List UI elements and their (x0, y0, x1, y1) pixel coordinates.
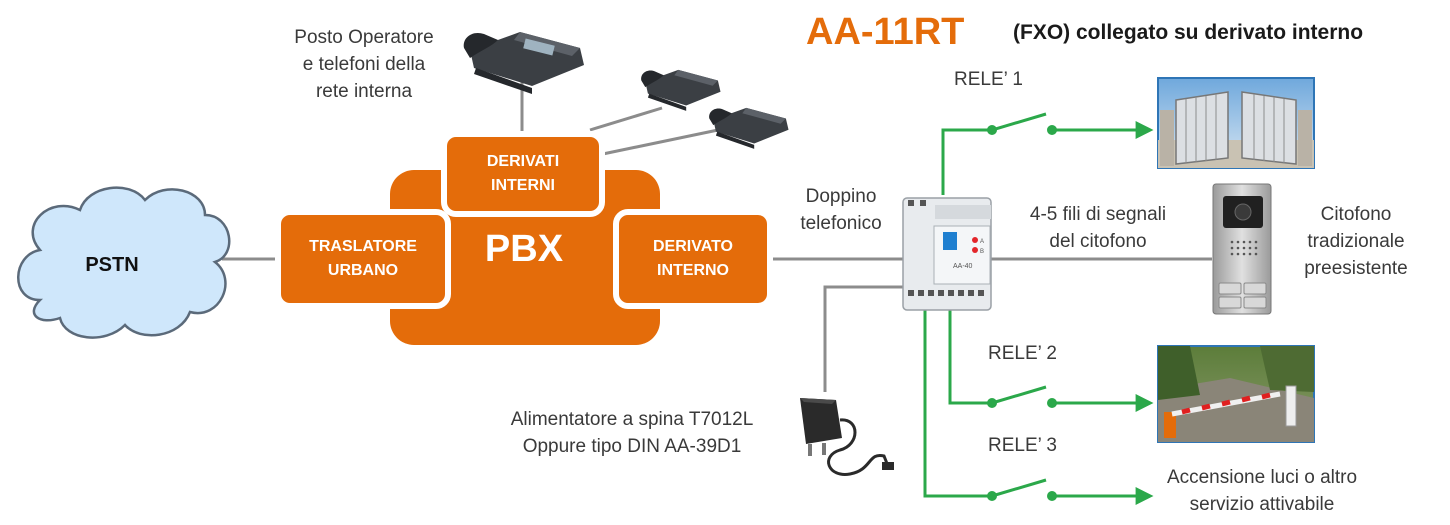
relay-switch-icon (991, 112, 1047, 132)
trunk-box (275, 209, 451, 309)
power-label: Alimentatore a spina T7012L Oppure tipo … (494, 406, 770, 460)
cloud-icon (17, 186, 231, 339)
device-model-text: AA-40 (953, 263, 973, 270)
intercom-label-line3: preesistente (1304, 258, 1408, 279)
intercom-label-line2: tradizionale (1307, 231, 1405, 252)
pair-label-line1: Doppino (805, 186, 877, 207)
pbx-label: PBX (484, 228, 564, 270)
relay3-label: RELE’ 3 (988, 435, 1057, 456)
relay2-label: RELE’ 2 (988, 343, 1057, 364)
power-label-line1: Alimentatore a spina T7012L (510, 409, 754, 430)
wires-label-line2: del citofono (1049, 231, 1147, 252)
power-adapter-icon (800, 398, 894, 476)
din-module-icon: AA-40 A B (902, 197, 992, 311)
relay2-in (948, 300, 992, 405)
extensions-label-line1: DERIVATI (486, 153, 560, 170)
relay3-in (923, 300, 992, 498)
wires-label: 4-5 fili di segnali del citofono (1008, 201, 1188, 255)
operator-label-line2: e telefoni della (302, 54, 426, 75)
led-b-label: B (980, 249, 984, 255)
gate-photo-icon (1157, 77, 1315, 169)
trunk-label-line2: URBANO (327, 262, 399, 279)
extensions-label-line2: INTERNI (491, 177, 555, 194)
desk-phone-icon (463, 32, 584, 94)
intercom-panel-icon (1212, 183, 1272, 315)
extension-label-line1: DERIVATO (652, 238, 733, 255)
lights-label: Accensione luci o altro servizio attivab… (1154, 464, 1370, 518)
phone2-line (597, 128, 719, 157)
operator-label-line1: Posto Operatore (294, 27, 434, 48)
intercom-label-line1: Citofono (1320, 204, 1392, 225)
pstn-label: PSTN (85, 254, 139, 276)
diagram-title: AA-11RT (806, 11, 965, 53)
relay1-label: RELE’ 1 (954, 69, 1023, 90)
relay-switch-icon (991, 478, 1047, 498)
trunk-label: TRASLATORE URBANO (282, 235, 444, 283)
relay1-in (941, 128, 992, 195)
phone1-line (589, 106, 663, 132)
operator-label-line3: rete interna (315, 81, 413, 102)
pair-label-line2: telefonico (800, 213, 882, 234)
extension-label-line2: INTERNO (657, 262, 729, 279)
power-label-line2: Oppure tipo DIN AA-39D1 (522, 436, 742, 457)
relay-contacts (987, 125, 1057, 501)
lights-label-line2: servizio attivabile (1189, 494, 1335, 515)
power-line (823, 285, 905, 392)
relay-switch-icon (991, 385, 1047, 405)
barrier-photo-icon (1157, 345, 1315, 443)
extensions-box (441, 131, 605, 217)
led-a-label: A (980, 239, 984, 245)
operator-label: Posto Operatore e telefoni della rete in… (276, 24, 452, 105)
intercom-label: Citofono tradizionale preesistente (1290, 201, 1422, 282)
pair-label: Doppino telefonico (786, 183, 896, 237)
lights-label-line1: Accensione luci o altro (1166, 467, 1358, 488)
diagram-subtitle: (FXO) collegato su derivato interno (1013, 21, 1364, 44)
extensions-label: DERIVATI INTERNI (448, 150, 598, 198)
wires-label-line1: 4-5 fili di segnali (1029, 204, 1167, 225)
desk-phone-icon (641, 69, 721, 111)
pbx-block (275, 131, 773, 345)
trunk-label-line1: TRASLATORE (309, 238, 417, 255)
connection-lines (222, 80, 1212, 392)
extension-box (613, 209, 773, 309)
extension-label: DERIVATO INTERNO (620, 235, 766, 283)
relay-lines (923, 112, 1154, 505)
desk-phone-icon (709, 107, 789, 149)
